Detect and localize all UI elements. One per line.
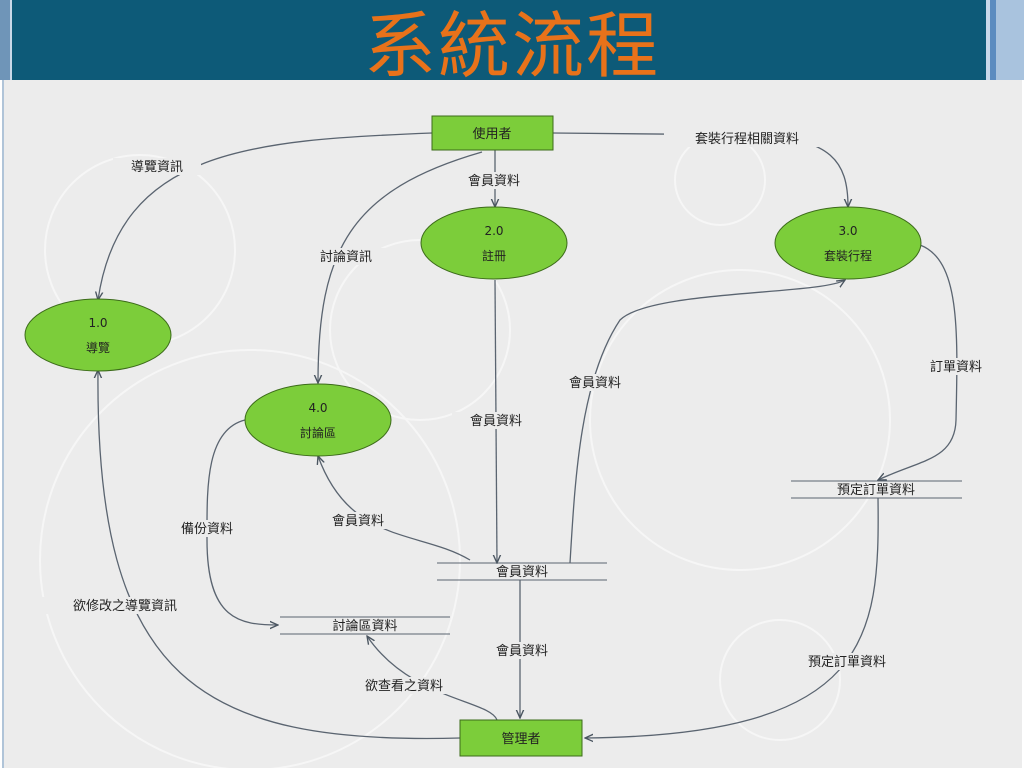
flow-member-store-to-discussion (318, 456, 471, 561)
store-member-label: 會員資料 (496, 565, 548, 580)
flow-order-info (878, 244, 958, 480)
label-store-to-discussion: 會員資料 (332, 514, 384, 529)
process-discussion-name: 討論區 (300, 425, 336, 440)
flow-labels: 導覽資訊 會員資料 套裝行程相關資料 討論資訊 會員資料 會員資料 訂單資料 會… (40, 130, 1000, 694)
label-store-to-package: 會員資料 (569, 376, 621, 391)
flow-guide-info (98, 132, 433, 300)
process-guide: 1.0 導覽 (24, 298, 172, 372)
store-member: 會員資料 (437, 562, 607, 581)
process-package-name: 套裝行程 (824, 248, 872, 263)
label-guide-info: 導覽資訊 (131, 160, 183, 175)
label-order-to-admin: 預定訂單資料 (808, 654, 886, 670)
entity-user-label: 使用者 (472, 126, 511, 142)
title-bar-left-edge (0, 0, 12, 80)
store-order: 預定訂單資料 (791, 480, 962, 499)
entity-user: 使用者 (431, 115, 554, 151)
process-package: 3.0 套裝行程 (774, 206, 922, 280)
label-register-to-store: 會員資料 (470, 414, 522, 429)
flow-view-data (367, 636, 498, 721)
process-discussion-number: 4.0 (308, 401, 327, 415)
label-view-data: 欲查看之資料 (365, 678, 443, 694)
process-package-number: 3.0 (838, 224, 857, 238)
flow-order-to-admin (585, 497, 879, 738)
store-discussion: 討論區資料 (280, 616, 450, 635)
store-order-label: 預定訂單資料 (837, 482, 915, 498)
flow-modify-guide (98, 370, 461, 740)
label-member-to-register: 會員資料 (468, 174, 520, 189)
label-modify-guide: 欲修改之導覽資訊 (73, 598, 177, 614)
store-discussion-label: 討論區資料 (332, 618, 397, 634)
process-register-name: 註冊 (482, 249, 506, 263)
process-discussion: 4.0 討論區 (244, 383, 392, 457)
entity-admin-label: 管理者 (501, 732, 540, 747)
title-bar-right-edge (982, 0, 1024, 80)
process-register-number: 2.0 (484, 224, 503, 238)
process-guide-name: 導覽 (86, 341, 110, 355)
title-bar (0, 0, 1024, 80)
process-guide-number: 1.0 (88, 316, 107, 330)
process-register: 2.0 註冊 (420, 206, 568, 280)
flow-backup (206, 419, 278, 625)
flow-discussion-info (318, 151, 483, 383)
label-store-to-admin: 會員資料 (496, 644, 548, 659)
label-order-info: 訂單資料 (930, 359, 982, 375)
entity-admin: 管理者 (459, 719, 583, 757)
label-discussion-info: 討論資訊 (320, 249, 372, 265)
label-package-info: 套裝行程相關資料 (695, 131, 799, 147)
label-backup: 備份資料 (181, 521, 233, 537)
slide-title: 系統流程 (363, 4, 660, 88)
flow-member-store-to-package (569, 280, 845, 564)
